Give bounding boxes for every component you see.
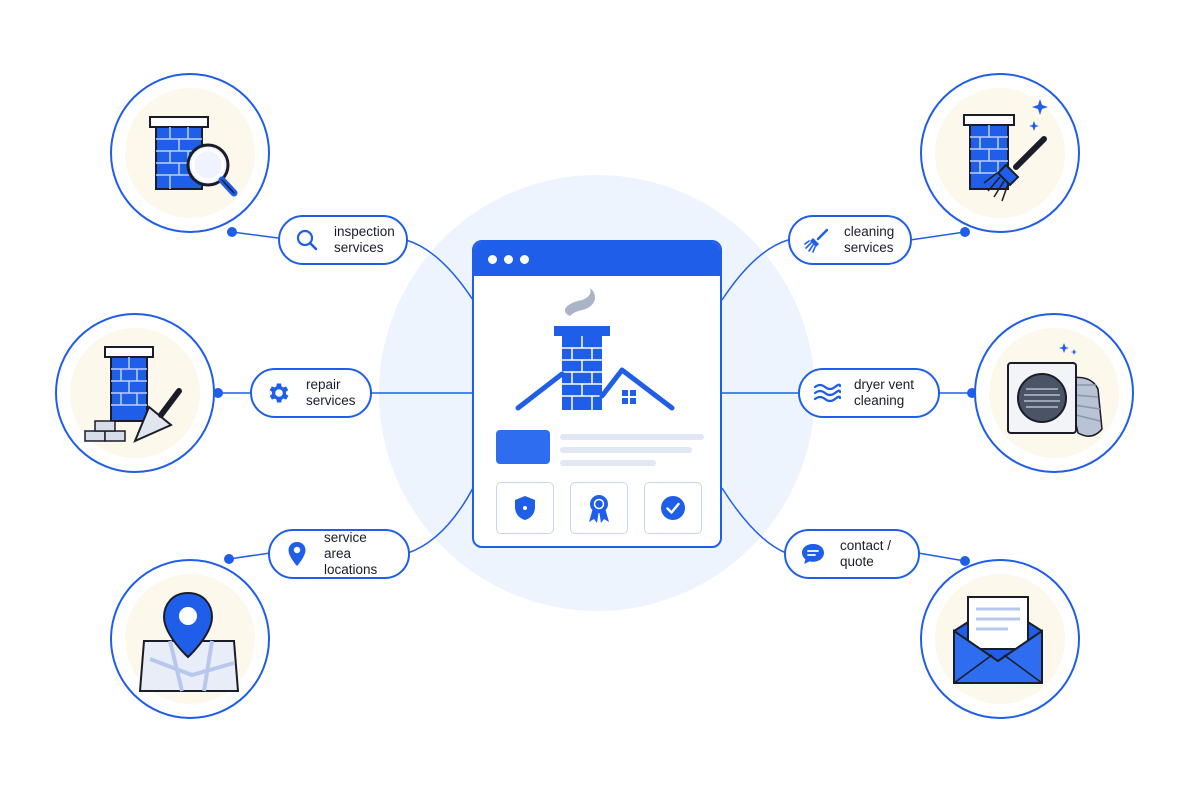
repair-illustration — [55, 313, 215, 473]
dryer-vent-illustration — [974, 313, 1134, 473]
envelope-letter-illustration — [953, 596, 1043, 684]
checkmark-icon — [661, 496, 685, 520]
dryer-vent-cleaning-label[interactable]: dryer vent cleaning — [798, 368, 940, 418]
website-browser-window — [472, 240, 722, 548]
browser-title-bar — [474, 242, 720, 276]
connector-area-browser — [407, 487, 474, 554]
connector-cleaning-circle — [909, 231, 966, 241]
label-line: services — [334, 240, 384, 255]
service-area-locations-label[interactable]: service area locations — [268, 529, 410, 579]
chimney-brush-illustration — [963, 99, 1048, 202]
label-line: dryer vent — [854, 377, 915, 392]
label-line: repair — [306, 377, 341, 392]
inspection-illustration — [110, 73, 270, 233]
label-line: contact / — [840, 538, 892, 553]
text-placeholder-line — [560, 460, 656, 466]
contact-illustration — [920, 559, 1080, 719]
cleaning-label-text: cleaning services — [844, 224, 894, 256]
connector-inspection-browser — [405, 239, 474, 301]
window-dot — [488, 254, 497, 264]
connector-cleaning-browser — [721, 239, 789, 301]
shield-icon — [515, 496, 535, 520]
label-line: service area — [324, 530, 367, 561]
inspection-label-text: inspection services — [334, 224, 395, 256]
chat-bubble-icon — [798, 539, 828, 569]
connector-area-circle — [228, 552, 271, 560]
connector-dot — [213, 388, 223, 398]
repair-label-text: repair services — [306, 377, 356, 409]
shield-feature — [496, 482, 554, 534]
award-ribbon-icon — [589, 495, 609, 523]
gear-icon — [264, 378, 294, 408]
cleaning-services-label[interactable]: cleaning services — [788, 215, 912, 265]
map-pin-illustration — [138, 591, 240, 692]
award-feature — [570, 482, 628, 534]
chimney-trowel-illustration — [84, 346, 182, 443]
service-area-label-text: service area locations — [324, 530, 394, 578]
brush-icon — [802, 225, 832, 255]
label-line: services — [306, 393, 356, 408]
label-line: cleaning — [854, 393, 905, 408]
airflow-icon — [812, 378, 842, 408]
text-placeholder-line — [560, 447, 692, 453]
connector-contact-browser — [721, 487, 787, 554]
repair-services-label[interactable]: repair services — [250, 368, 372, 418]
label-line: locations — [324, 562, 378, 577]
map-pin-icon — [282, 539, 312, 569]
cleaning-illustration — [920, 73, 1080, 233]
contact-quote-label[interactable]: contact / quote — [784, 529, 920, 579]
service-area-illustration — [110, 559, 270, 719]
magnifier-icon — [292, 225, 322, 255]
label-line: inspection — [334, 224, 395, 239]
connector-inspection-circle — [231, 231, 279, 239]
label-line: services — [844, 240, 894, 255]
connector-dot — [960, 556, 970, 566]
text-placeholder-line — [560, 434, 704, 440]
inspection-services-label[interactable]: inspection services — [278, 215, 408, 265]
window-dot — [520, 254, 529, 264]
connector-dot — [224, 554, 234, 564]
dryer-vent-label-text: dryer vent cleaning — [854, 377, 914, 409]
chimney-magnifier-illustration — [149, 116, 238, 197]
house-chimney-icon — [515, 288, 675, 411]
cta-block — [496, 430, 550, 464]
connector-dot — [227, 227, 237, 237]
connector-contact-circle — [917, 552, 966, 562]
contact-label-text: contact / quote — [840, 538, 891, 570]
dryer-vent-illustration-art — [1007, 343, 1103, 437]
label-line: quote — [840, 554, 874, 569]
label-line: cleaning — [844, 224, 895, 239]
window-dot — [504, 254, 513, 264]
connector-dot — [960, 227, 970, 237]
check-feature — [644, 482, 702, 534]
